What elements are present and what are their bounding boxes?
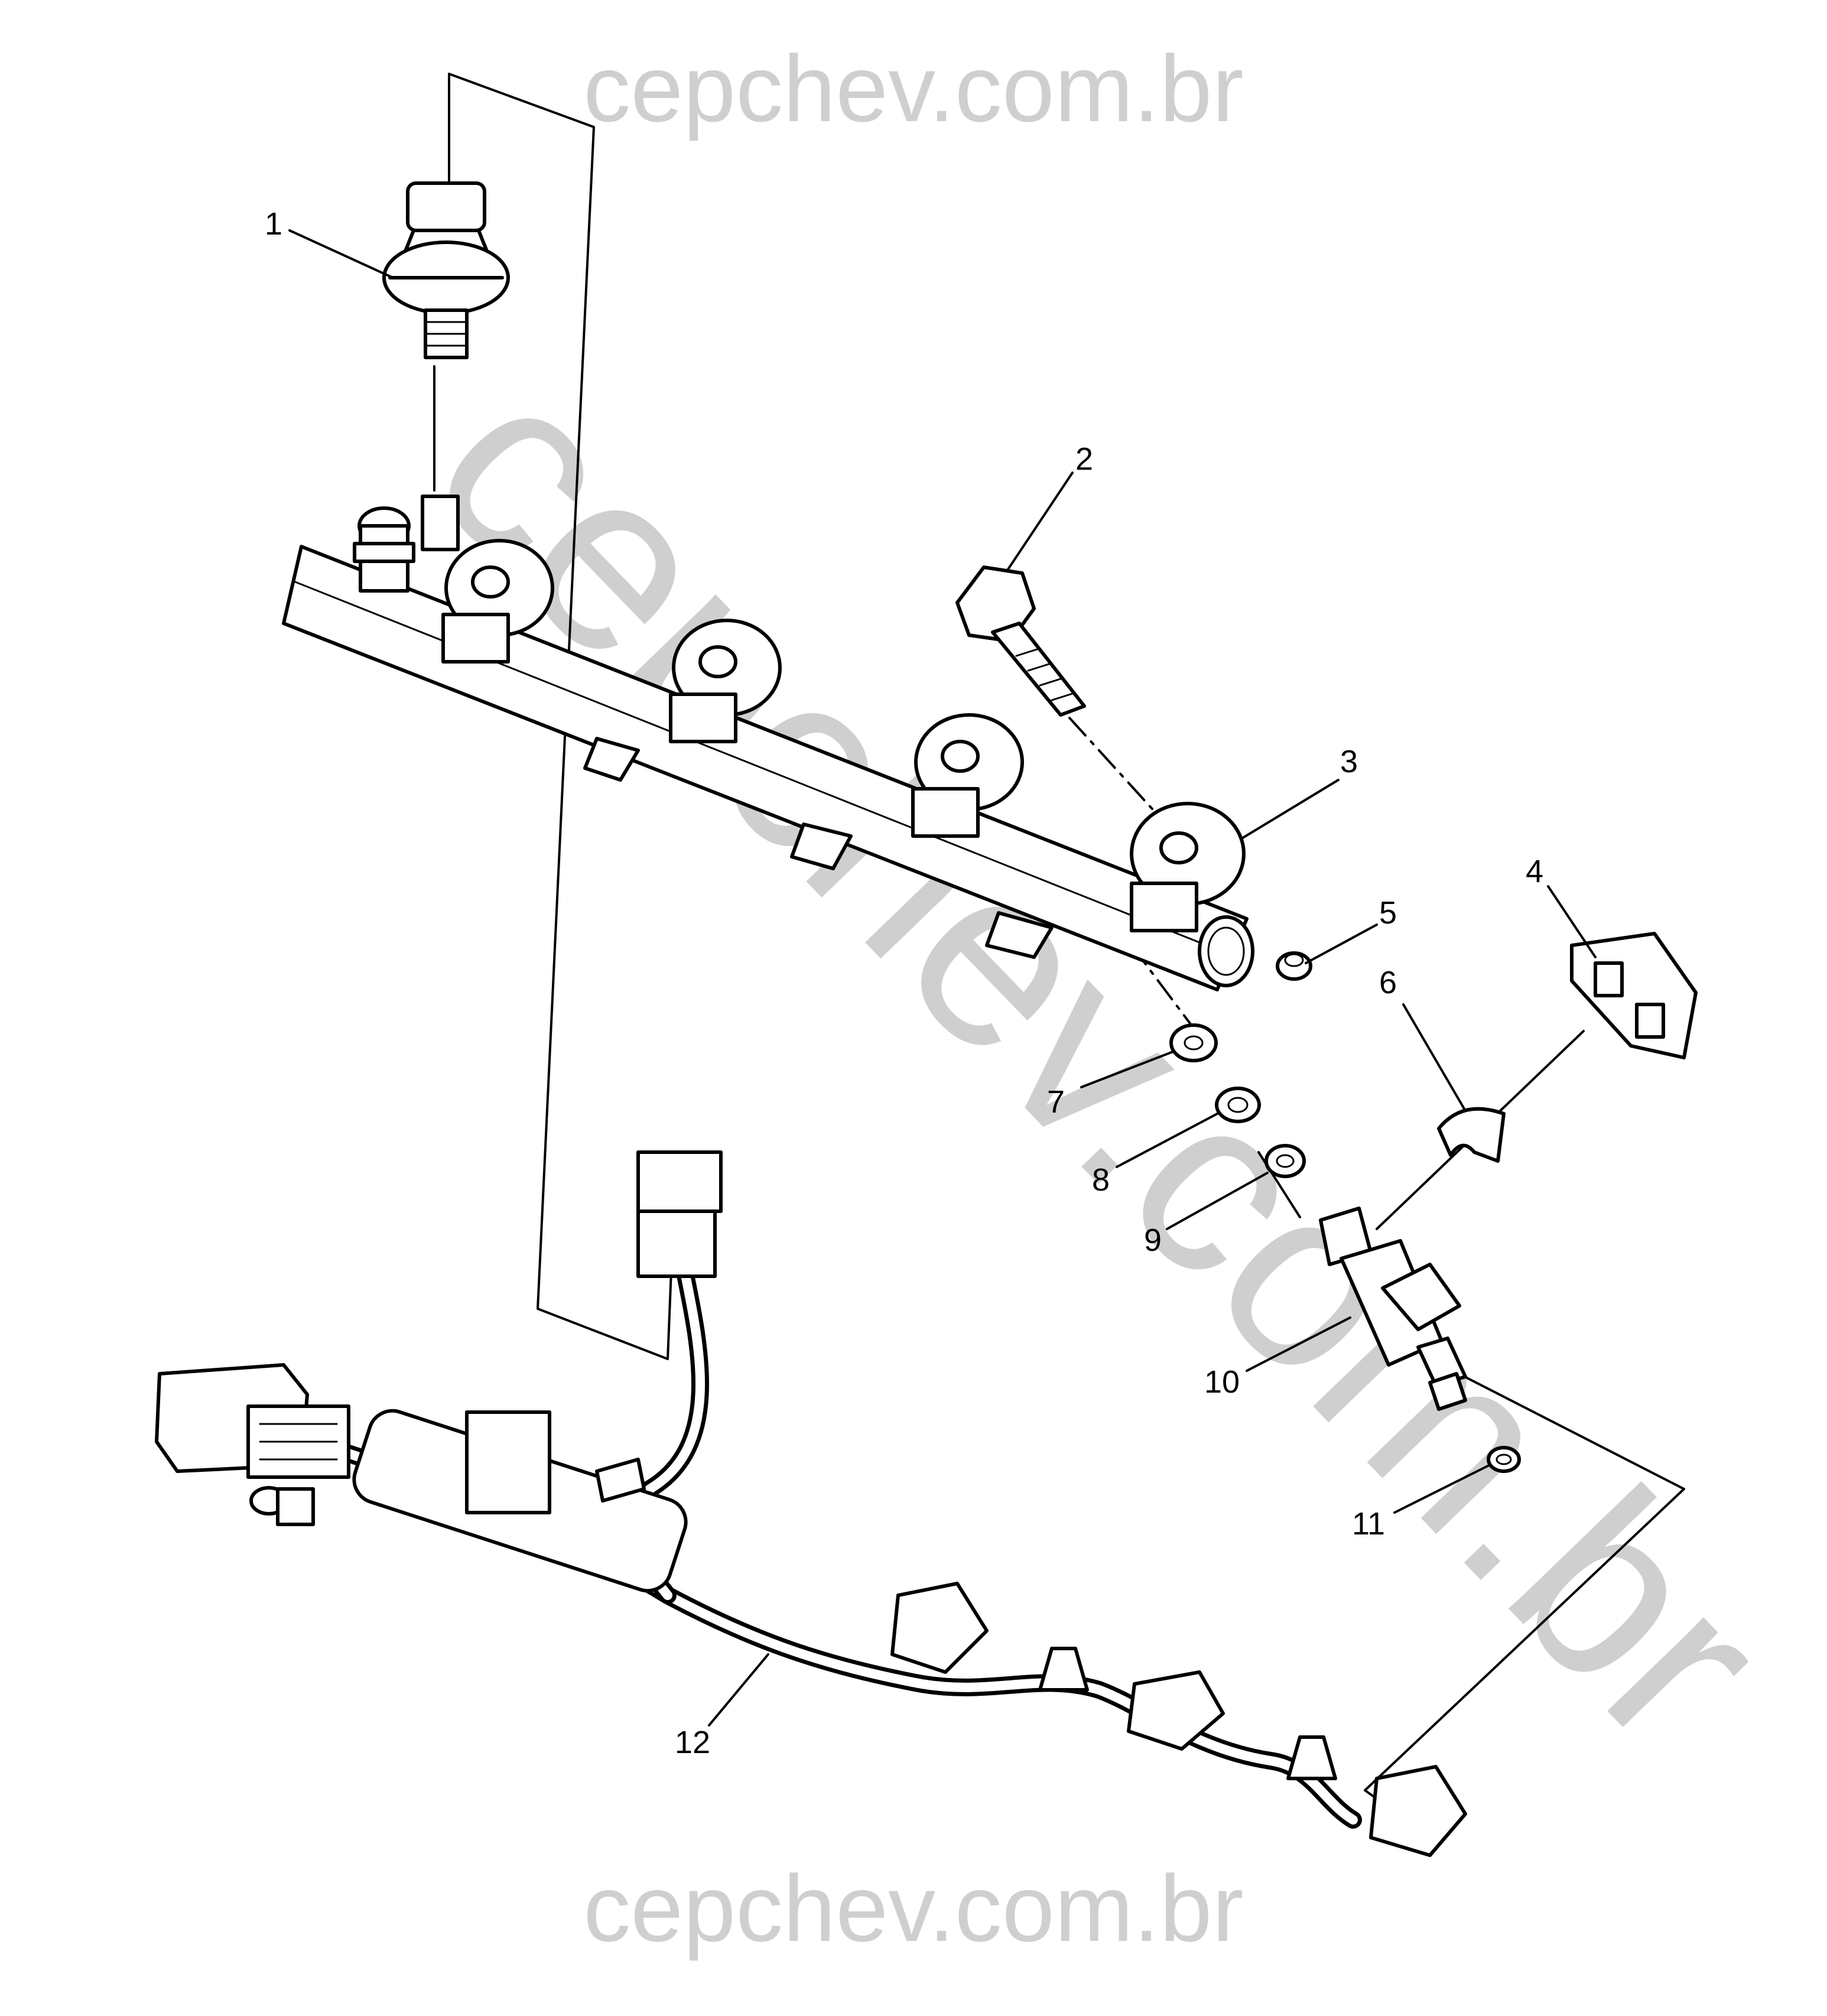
callout-11: 11 [1352, 1506, 1386, 1542]
wiring-harness [155, 1150, 1467, 1857]
fuel-pressure-sensor [382, 181, 510, 359]
callout-6: 6 [1379, 965, 1397, 1000]
seal-upper [1169, 1023, 1218, 1062]
callout-3: 3 [1340, 744, 1358, 779]
callout-8: 8 [1092, 1162, 1110, 1198]
callout-7: 7 [1047, 1084, 1065, 1120]
callout-1: 1 [265, 206, 283, 242]
fuel-rail [282, 495, 1254, 991]
watermark-top: cepchev.com.br [583, 35, 1244, 141]
fuel-injector [1319, 1207, 1467, 1411]
fuel-rail-bolt [955, 565, 1086, 717]
seal-middle [1215, 1087, 1261, 1123]
injector-lower-seal [1487, 1446, 1521, 1473]
injector-clip [1570, 932, 1698, 1059]
callout-4: 4 [1526, 854, 1544, 889]
spacer [1276, 951, 1312, 981]
watermark-bottom: cepchev.com.br [583, 1855, 1244, 1961]
leader-lines [288, 229, 1597, 1726]
retainer [1437, 1107, 1506, 1163]
callout-10: 10 [1204, 1364, 1240, 1400]
callout-2: 2 [1075, 441, 1094, 477]
callout-5: 5 [1379, 895, 1397, 931]
seal-lower [1264, 1144, 1306, 1178]
callout-9: 9 [1144, 1222, 1162, 1258]
callout-12: 12 [675, 1725, 711, 1760]
